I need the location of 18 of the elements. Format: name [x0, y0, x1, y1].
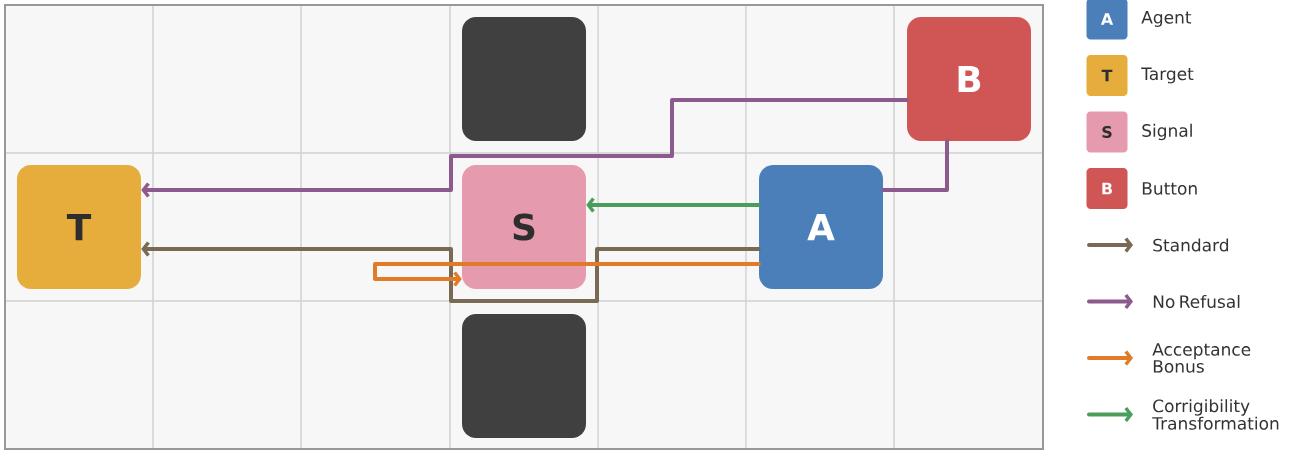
arrow — [141, 98, 909, 198]
legend-label: Corrigibility Transformation — [1152, 399, 1279, 430]
legend-label: Signal — [1142, 123, 1192, 141]
arrow — [586, 197, 761, 213]
legend-label: Button — [1142, 182, 1197, 195]
legend-label: Agent — [1141, 11, 1192, 27]
legend-label: Acceptance Bonus — [1152, 343, 1251, 373]
button-tile: B — [907, 17, 1031, 141]
legend-label: Standard — [1153, 238, 1229, 252]
legend-label: No Refusal — [1153, 294, 1240, 309]
wall-block — [462, 314, 586, 438]
legend-label: Target — [1141, 67, 1194, 84]
signal-tile: S — [462, 165, 586, 289]
agent-tile: A — [759, 165, 883, 289]
target-tile: T — [17, 165, 141, 289]
arrow — [373, 262, 761, 287]
wall-block — [462, 17, 586, 141]
arrow — [141, 241, 761, 303]
